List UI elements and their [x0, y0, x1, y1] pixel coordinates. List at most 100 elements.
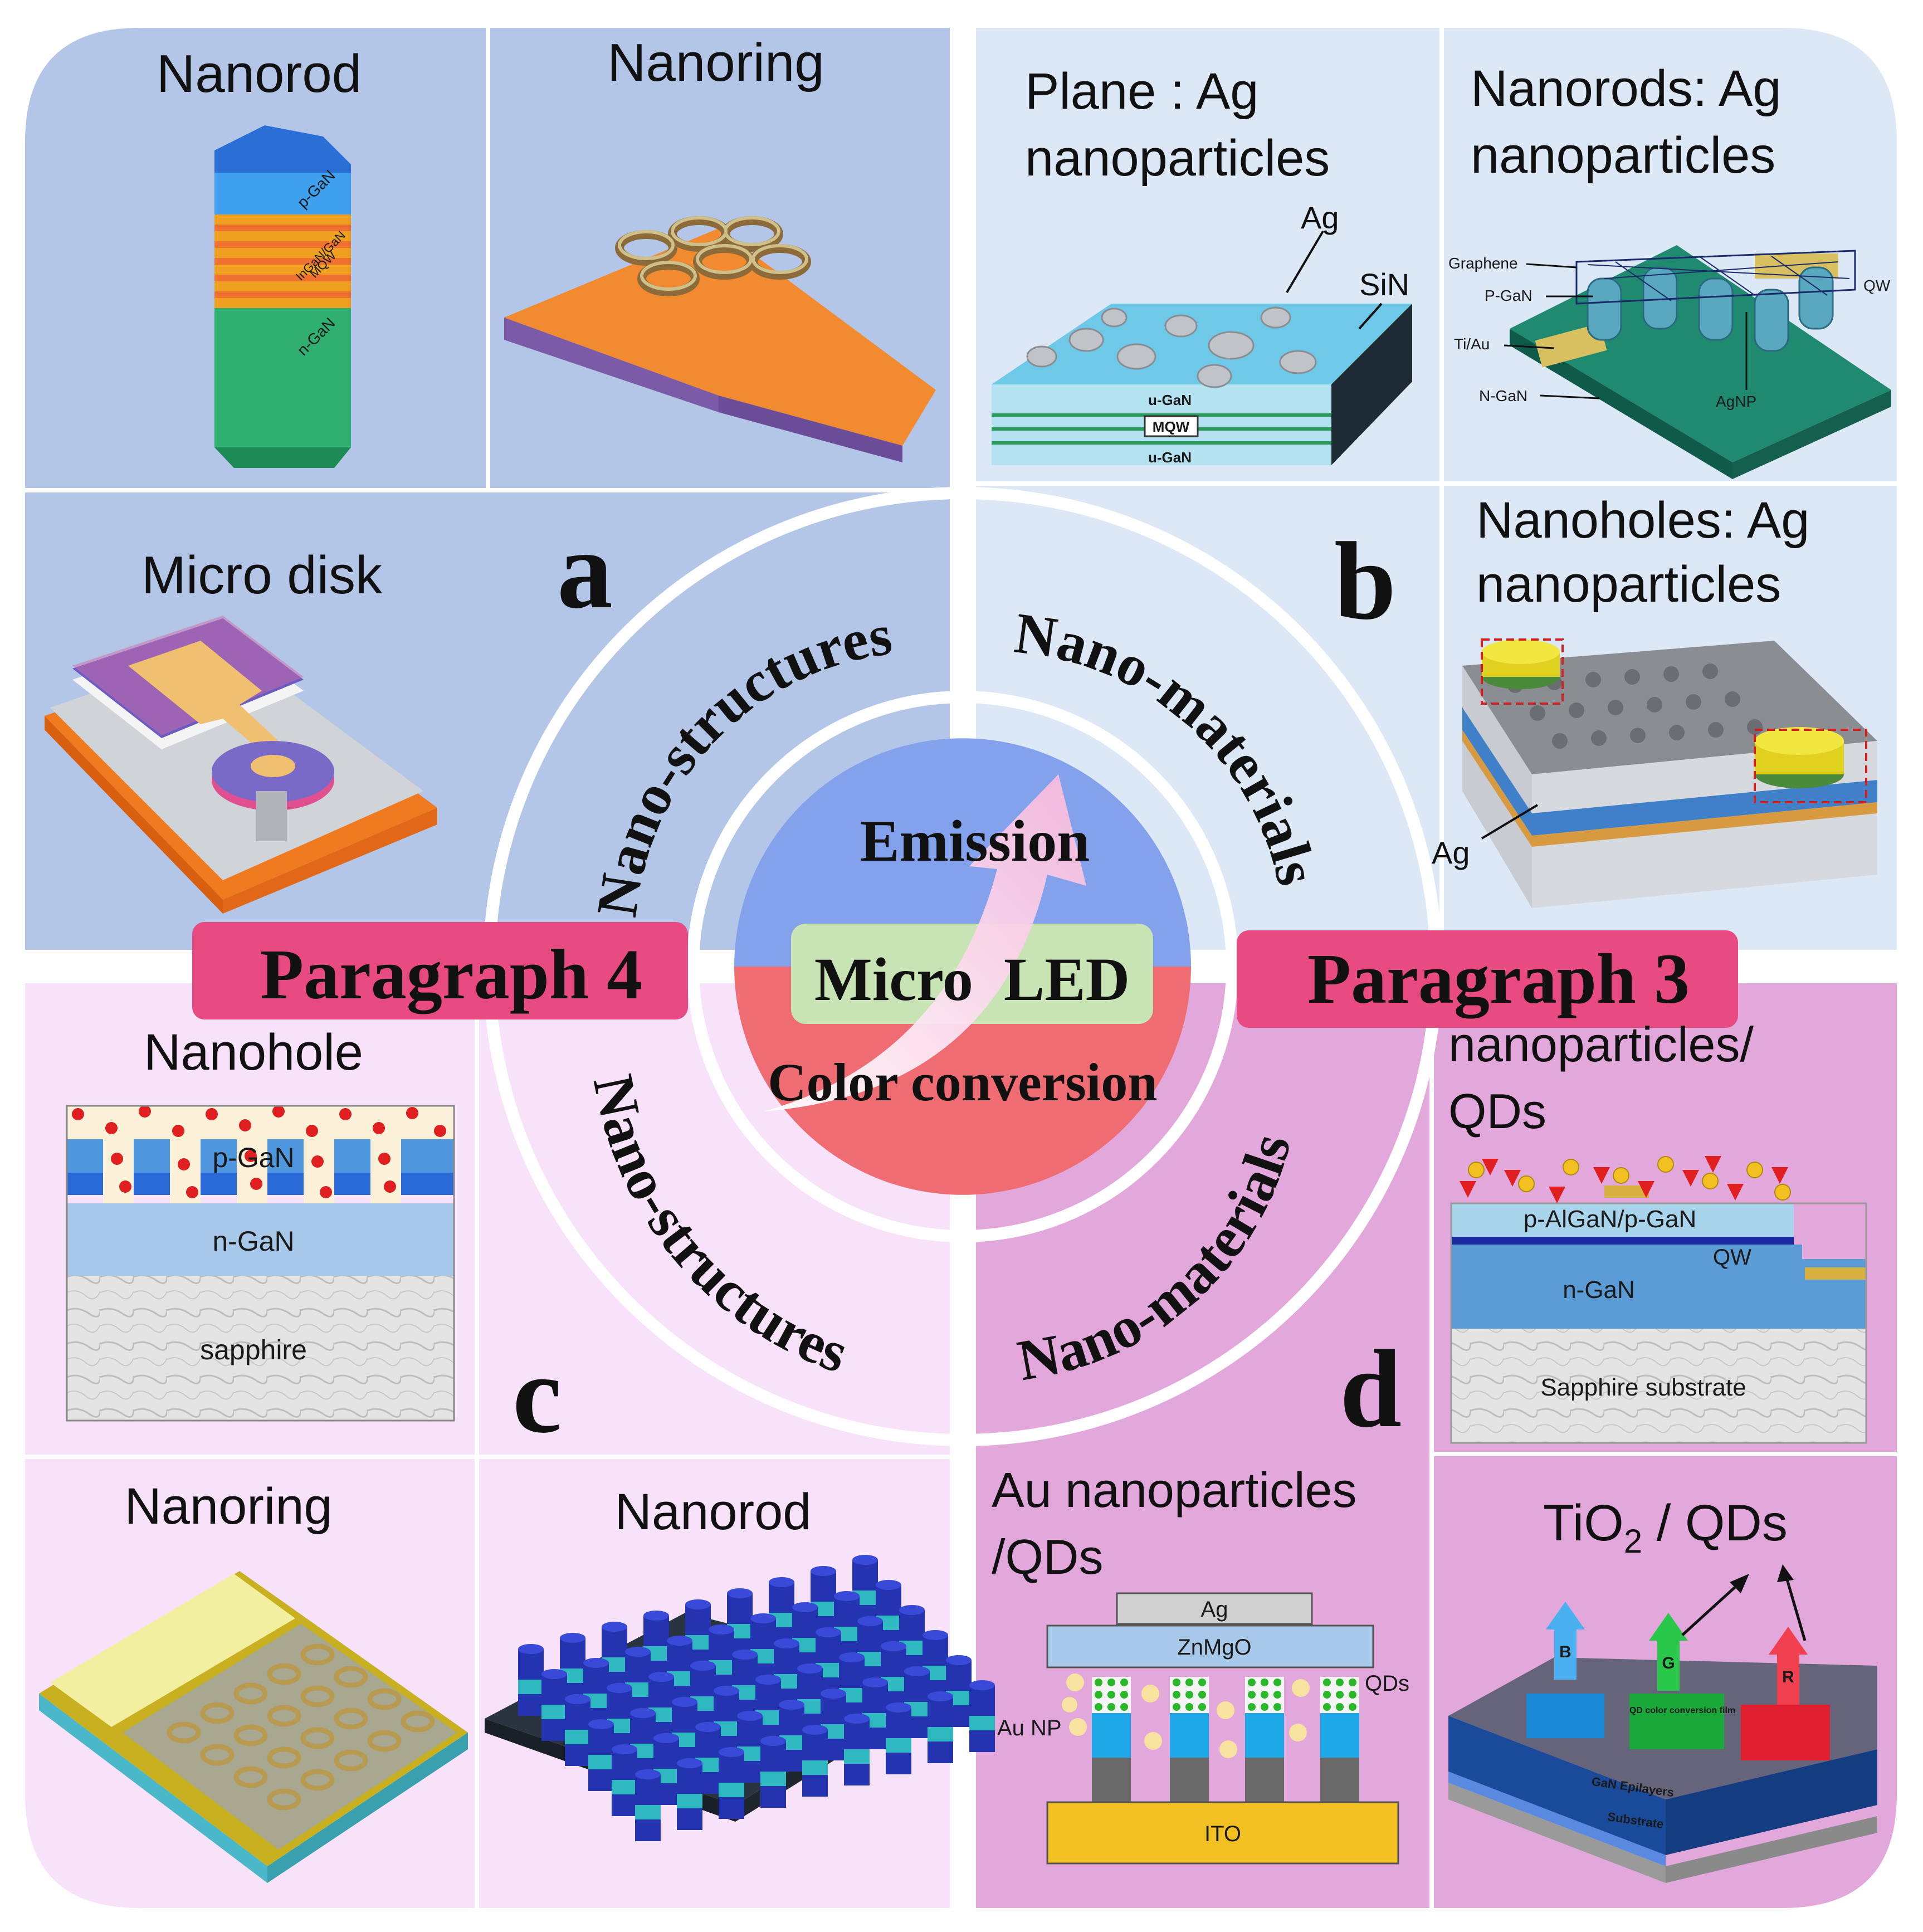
- b-nanoholes-title-2: nanoparticles: [1476, 556, 1781, 613]
- c-nanorod-illustration: [485, 1555, 995, 1841]
- c-nanohole-sapphire: sapphire: [200, 1334, 307, 1365]
- panel-letter-d: d: [1340, 1328, 1402, 1451]
- nanorod-top: [755, 1675, 781, 1685]
- nanorod-top: [667, 1636, 692, 1646]
- a-nanoring-illustration: [504, 216, 936, 462]
- nanorod-top: [862, 1677, 888, 1687]
- nanorod-top: [565, 1694, 590, 1704]
- d-au-ag: Ag: [1201, 1597, 1228, 1622]
- b-plane-ag: Ag: [1301, 200, 1339, 235]
- nanorod-band: [588, 1755, 614, 1769]
- c-nanohole-illustration: p-GaN n-GaN sapphire: [66, 1105, 455, 1422]
- d-au-aunp: Au NP: [997, 1716, 1062, 1740]
- nanorod-top: [750, 1613, 776, 1623]
- d-au-znmgo: ZnMgO: [1177, 1635, 1251, 1660]
- b-nanorods-ngan: N-GaN: [1479, 387, 1527, 404]
- d-tio2-r: R: [1782, 1668, 1794, 1686]
- b-nanorods-qw: QW: [1863, 277, 1891, 294]
- paragraph-4-label: Paragraph 4: [260, 935, 642, 1014]
- nanorod-top: [899, 1605, 925, 1615]
- d-np-qds-title-2: QDs: [1448, 1084, 1546, 1139]
- center-color-conversion-label: Color conversion: [768, 1052, 1158, 1112]
- b-nanoholes-illustration: Ag: [1432, 638, 1877, 908]
- nanorod-top: [677, 1758, 702, 1768]
- nanorod-band: [928, 1727, 953, 1741]
- nanorod-top: [844, 1714, 870, 1724]
- nanorod-band: [635, 1805, 661, 1819]
- nanorod-top: [792, 1602, 818, 1612]
- nanorod-top: [834, 1591, 860, 1601]
- nanorod-band: [969, 1716, 995, 1730]
- nanorod-top: [672, 1697, 697, 1707]
- nanorod-top: [802, 1725, 828, 1735]
- nanorod-band: [760, 1772, 786, 1786]
- b-nanorods-illustration: Graphene P-GaN Ti/Au N-GaN QW AgNP: [1448, 245, 1891, 479]
- nanorod-band: [518, 1680, 544, 1694]
- nanorod-top: [653, 1733, 679, 1743]
- nanorod-top: [685, 1599, 711, 1609]
- nanorod-top: [881, 1641, 906, 1651]
- nanorod-top: [769, 1577, 794, 1587]
- b-nanoholes-title-1: Nanoholes: Ag: [1476, 492, 1809, 549]
- nanorod-band: [612, 1780, 637, 1794]
- nanorod-top: [583, 1658, 609, 1668]
- d-tio2-title-rest: / QDs: [1642, 1495, 1788, 1552]
- nanorod-top: [690, 1661, 716, 1671]
- nanorod-band: [541, 1705, 567, 1719]
- nanorod-top: [518, 1644, 544, 1654]
- nanorod-top: [648, 1672, 674, 1682]
- nanorod-top: [969, 1680, 995, 1690]
- panel-letter-b: b: [1334, 520, 1396, 643]
- nanorod-top: [797, 1663, 823, 1674]
- a-nanoring-title: Nanoring: [607, 33, 824, 92]
- panel-letter-c: c: [513, 1333, 562, 1456]
- svg-text:TiO2 / QDs: TiO2 / QDs: [1543, 1495, 1788, 1560]
- c-nanorod-title: Nanorod: [615, 1484, 812, 1540]
- a-nanorod-illustration: p-GaN InGaN/GaN MQW n-GaN: [214, 125, 351, 468]
- d-tio2-g: G: [1662, 1654, 1675, 1672]
- nanorod-top: [852, 1555, 878, 1565]
- nanorod-top: [714, 1686, 739, 1696]
- nanorod-band: [886, 1738, 911, 1753]
- paragraph-4-banner: Paragraph 4: [192, 922, 688, 1019]
- d-np-qds-ngan: n-GaN: [1563, 1276, 1635, 1304]
- nanorod-top: [821, 1689, 846, 1699]
- b-plane-illustration: u-GaN MQW u-GaN Ag SiN: [992, 200, 1412, 466]
- panel-letter-a: a: [557, 509, 613, 632]
- nanorod-top: [602, 1622, 627, 1632]
- paragraph-3-label: Paragraph 3: [1307, 939, 1690, 1018]
- nanorod-top: [560, 1633, 585, 1643]
- nanorod-top: [630, 1708, 656, 1718]
- nanorod-top: [886, 1702, 911, 1713]
- b-plane-ugan-bottom: u-GaN: [1148, 449, 1192, 466]
- nanorod-top: [774, 1638, 799, 1648]
- d-au-title-2: /QDs: [992, 1529, 1103, 1584]
- c-nanohole-title: Nanohole: [144, 1024, 363, 1081]
- nanorod-top: [695, 1722, 721, 1732]
- b-plane-title-1: Plane : Ag: [1025, 63, 1258, 120]
- d-tio2-title-sub: 2: [1624, 1523, 1642, 1560]
- b-nanorods-agnp: AgNP: [1716, 393, 1756, 410]
- d-tio2-film: QD color conversion film: [1629, 1706, 1735, 1715]
- d-np-qds-sapphire: Sapphire substrate: [1540, 1374, 1746, 1401]
- nanorod-top: [928, 1691, 953, 1701]
- nanorod-top: [625, 1647, 651, 1657]
- d-tio2-illustration: B G R QD color conversion film GaN Epila…: [1448, 1564, 1877, 1883]
- a-nanorod-title: Nanorod: [157, 44, 362, 104]
- nanorod-top: [607, 1683, 632, 1693]
- nanorod-top: [588, 1719, 614, 1729]
- nanorod-top: [876, 1580, 901, 1590]
- nanorod-top: [732, 1650, 758, 1660]
- c-nanoring-title: Nanoring: [124, 1478, 332, 1535]
- nanorod-band: [565, 1730, 590, 1744]
- nanorod-band: [719, 1783, 744, 1797]
- b-nanorods-title-1: Nanorods: Ag: [1471, 60, 1781, 117]
- c-nanohole-ngan: n-GaN: [212, 1226, 294, 1257]
- nanorod-top: [839, 1652, 865, 1662]
- d-np-qds-qw: QW: [1713, 1245, 1751, 1270]
- nanorod-top: [635, 1769, 661, 1779]
- nanorod-top: [857, 1616, 883, 1626]
- b-plane-title-2: nanoparticles: [1025, 130, 1330, 187]
- b-nanoholes-ag: Ag: [1432, 835, 1470, 870]
- center-emission-label: Emission: [860, 808, 1090, 874]
